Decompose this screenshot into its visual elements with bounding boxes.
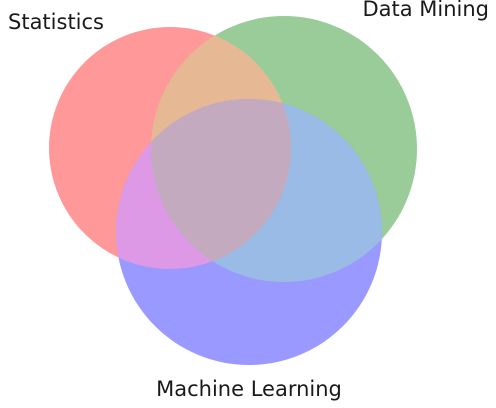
venn-overlaps xyxy=(116,27,382,282)
statistics-label: Statistics xyxy=(8,10,104,34)
data-mining-label: Data Mining xyxy=(362,0,489,21)
all-three-overlap xyxy=(151,99,291,269)
venn-labels: Statistics Data Mining Machine Learning xyxy=(8,0,489,401)
machine-learning-label: Machine Learning xyxy=(156,377,342,401)
